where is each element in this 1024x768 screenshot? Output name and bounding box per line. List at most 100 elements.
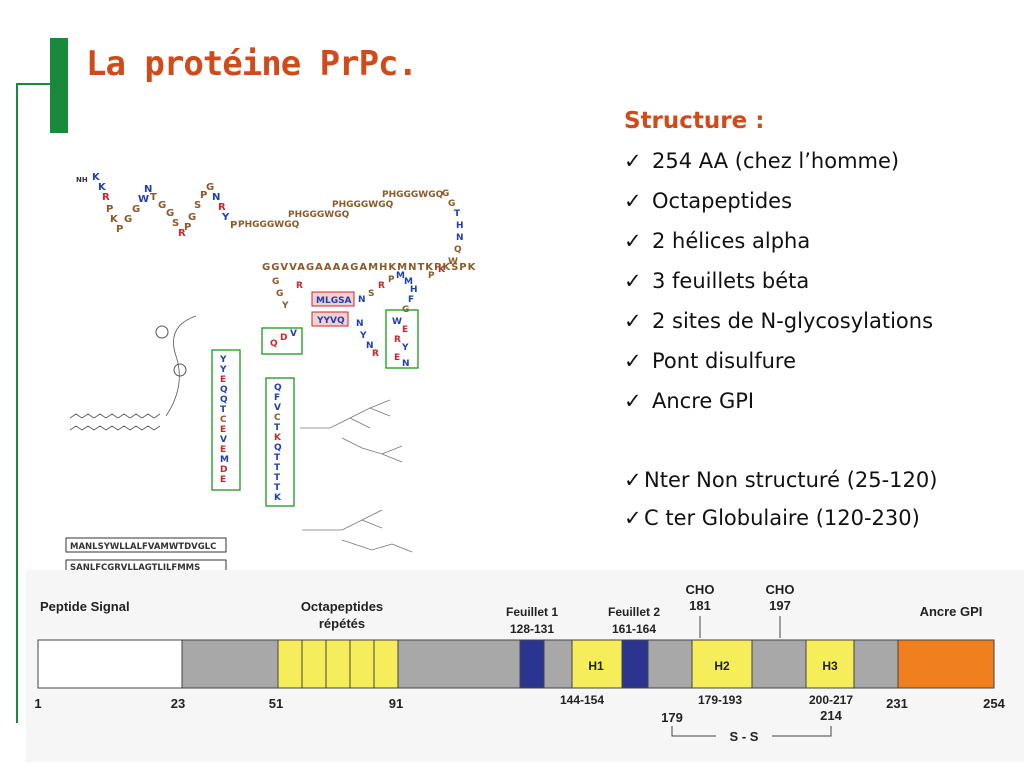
- position-231: 231: [886, 696, 908, 711]
- label-feuillet-2: Feuillet 2: [608, 605, 660, 619]
- svg-text:Q: Q: [274, 383, 282, 393]
- check-icon: ✓: [624, 506, 642, 530]
- bullet-item: ✓3 feuillets béta: [624, 264, 933, 304]
- gpi-lipid-tails: [69, 315, 197, 431]
- svg-text:G: G: [448, 199, 455, 209]
- prp-domain-figure: Peptide Signal Octapeptides répétés Feui…: [26, 570, 1024, 762]
- svg-text:Y: Y: [221, 212, 230, 223]
- svg-text:K: K: [92, 172, 101, 183]
- label-h3: H3: [822, 659, 838, 673]
- segment-h1: [571, 639, 623, 689]
- bullet-item: ✓254 AA (chez l’homme): [624, 144, 933, 184]
- right-loop-residues: QD V NY NR WE RY EN: [270, 317, 410, 369]
- label-h1: H1: [588, 659, 604, 673]
- svg-text:R: R: [372, 349, 379, 359]
- decorative-horizontal-line: [16, 83, 52, 85]
- svg-text:T: T: [274, 423, 281, 433]
- ss-bracket: [671, 726, 832, 737]
- svg-text:V: V: [220, 435, 227, 445]
- decorative-vertical-line: [16, 83, 18, 723]
- svg-text:N: N: [144, 184, 152, 195]
- label-feuillet-1: Feuillet 1: [506, 605, 558, 619]
- sheet-box: [261, 327, 303, 355]
- svg-text:M: M: [396, 271, 405, 281]
- svg-text:N: N: [358, 295, 366, 305]
- svg-text:Y: Y: [219, 355, 227, 365]
- svg-text:T: T: [454, 209, 461, 219]
- svg-text:D: D: [280, 333, 287, 343]
- segment-octapeptides: [277, 639, 399, 689]
- boxed-mlgsa: MLGSA: [316, 296, 352, 306]
- middle-sequence: GGVVAGAAAAGAMHKMNTKPKSPK: [262, 262, 477, 273]
- svg-text:E: E: [220, 445, 226, 455]
- svg-text:E: E: [220, 375, 226, 385]
- svg-text:G: G: [158, 200, 166, 211]
- check-icon: ✓: [624, 149, 642, 173]
- svg-text:N: N: [356, 319, 364, 329]
- svg-text:T: T: [274, 463, 281, 473]
- helix-box: [385, 309, 419, 369]
- check-icon: ✓: [624, 309, 642, 333]
- svg-text:E: E: [402, 325, 408, 335]
- label-peptide-signal: Peptide Signal: [40, 599, 130, 614]
- svg-text:R: R: [102, 192, 110, 203]
- repeat-2: PHGGGWGQ: [288, 210, 350, 220]
- segment-h2: [691, 639, 753, 689]
- label-octapeptides: Octapeptides: [301, 599, 383, 614]
- nter-label: NH: [76, 176, 88, 184]
- svg-text:Y: Y: [401, 343, 409, 353]
- svg-text:G: G: [188, 212, 196, 223]
- svg-text:P: P: [428, 271, 435, 281]
- upper-right-residues: NS RP MM HF G: [358, 271, 418, 315]
- loop-residues: GG YR: [272, 277, 303, 311]
- svg-text:F: F: [274, 393, 280, 403]
- check-icon: ✓: [624, 189, 642, 213]
- svg-text:Q: Q: [270, 339, 278, 349]
- bullet-item: ✓Ancre GPI: [624, 384, 933, 424]
- check-icon: ✓: [624, 269, 642, 293]
- label-feuillet-2-range: 161-164: [612, 622, 656, 636]
- svg-text:W: W: [392, 317, 402, 327]
- bullet-item: ✓2 hélices alpha: [624, 224, 933, 264]
- svg-text:D: D: [220, 465, 227, 475]
- label-ancre-gpi: Ancre GPI: [920, 604, 983, 619]
- svg-text:R: R: [378, 281, 385, 291]
- svg-text:S: S: [194, 200, 201, 211]
- helix-3-box: [265, 377, 295, 507]
- svg-text:G: G: [442, 189, 449, 199]
- bullet-item: ✓Nter Non structuré (25-120): [624, 463, 937, 501]
- signal-sequence: MANLSYWLLALFVAMWTDVGLC: [70, 542, 216, 552]
- bullet-item: ✓C ter Globulaire (120-230): [624, 501, 937, 539]
- svg-text:Y: Y: [281, 301, 289, 311]
- svg-text:N: N: [212, 192, 220, 203]
- svg-text:M: M: [220, 455, 229, 465]
- range-h1: 144-154: [560, 693, 604, 707]
- svg-text:H: H: [410, 285, 418, 295]
- svg-text:N: N: [366, 341, 374, 351]
- cter-sequence-box: [65, 559, 227, 572]
- repeat-1: PHGGGWGQ: [238, 220, 300, 230]
- structure-heading: Structure :: [624, 108, 765, 134]
- svg-text:W: W: [448, 257, 458, 267]
- segment-signal: [37, 639, 183, 689]
- segment-h3: [805, 639, 855, 689]
- label-feuillet-1-range: 128-131: [510, 622, 554, 636]
- svg-text:G: G: [276, 289, 283, 299]
- nter-zigzag: KK RP KP GG WN TG GS RP GS PG NR YP: [92, 172, 237, 239]
- svg-text:G: G: [272, 277, 279, 287]
- label-cho-1: CHO: [686, 582, 715, 597]
- label-cho-2: CHO: [766, 582, 795, 597]
- segment-gray: [397, 639, 521, 689]
- svg-text:N: N: [402, 359, 410, 369]
- svg-text:H: H: [456, 221, 464, 231]
- svg-text:K: K: [274, 433, 282, 443]
- svg-text:V: V: [274, 403, 281, 413]
- svg-text:E: E: [220, 475, 226, 485]
- prp-sequence-diagram: NH KK RP KP GG WN TG GS RP GS PG NR YP P…: [65, 172, 477, 572]
- domain-bullet-list: ✓Nter Non structuré (25-120) ✓C ter Glob…: [624, 463, 937, 539]
- svg-text:F: F: [408, 295, 414, 305]
- bullet-item: ✓2 sites de N-glycosylations: [624, 304, 933, 344]
- svg-text:P: P: [230, 220, 237, 231]
- segment-gray: [543, 639, 573, 689]
- segment-gray: [647, 639, 693, 689]
